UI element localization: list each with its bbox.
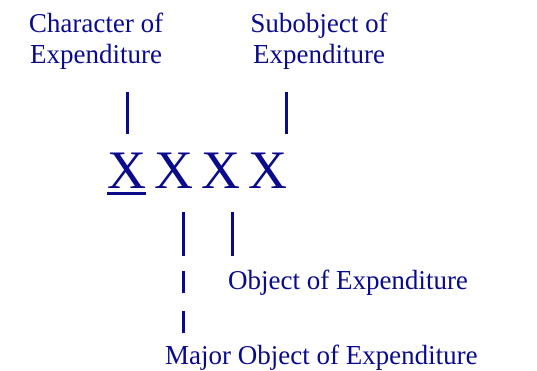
major-object-connector-line-upper bbox=[182, 212, 185, 256]
code-digit-character: X bbox=[107, 140, 146, 200]
subobject-label-line2: Expenditure bbox=[253, 39, 385, 69]
object-connector-line bbox=[231, 212, 234, 256]
code-digit-subobject: X bbox=[248, 140, 287, 200]
subobject-connector-line bbox=[285, 92, 288, 134]
code-digit-major-object: X bbox=[154, 140, 193, 200]
subobject-of-expenditure-label: Subobject of Expenditure bbox=[231, 8, 407, 70]
object-of-expenditure-label: Object of Expenditure bbox=[228, 265, 468, 295]
character-label-line2: Expenditure bbox=[30, 39, 162, 69]
character-of-expenditure-label: Character of Expenditure bbox=[8, 8, 184, 70]
major-object-connector-line-lower bbox=[182, 311, 185, 333]
code-digit-object: X bbox=[201, 140, 240, 200]
major-object-of-expenditure-label: Major Object of Expenditure bbox=[165, 340, 478, 370]
subobject-label-line1: Subobject of bbox=[250, 8, 388, 38]
character-label-line1: Character of bbox=[28, 8, 164, 38]
major-object-connector-line-middle bbox=[182, 271, 185, 293]
character-connector-line bbox=[126, 92, 129, 134]
